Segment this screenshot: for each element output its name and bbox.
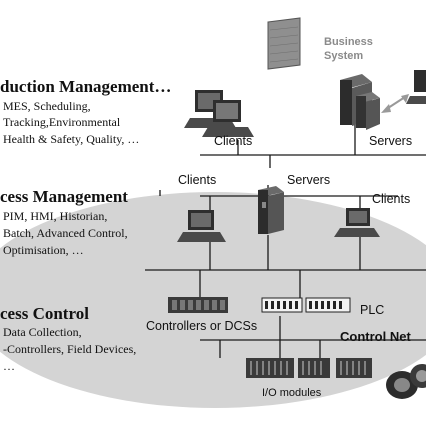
- production-item-2: Tracking,Environmental: [3, 115, 121, 129]
- mid-clients-right-computer-icon: [334, 208, 380, 237]
- plc-label: PLC: [360, 303, 384, 317]
- controllers-label: Controllers or DCSs: [146, 319, 257, 333]
- top-servers-label: Servers: [369, 134, 412, 148]
- production-item-3: Health & Safety, Quality, …: [3, 132, 139, 146]
- io-modules-label: I/O modules: [262, 387, 322, 399]
- business-system-label-line2: System: [324, 50, 363, 62]
- business-system-icon: [267, 17, 301, 70]
- edge-computer-icon: [406, 70, 426, 104]
- process-management-heading: cess Management: [0, 187, 128, 206]
- network-lines: [145, 125, 426, 360]
- process-management-item-3: Optimisation, …: [3, 243, 84, 257]
- mid-servers-label: Servers: [287, 173, 330, 187]
- control-net-label: Control Net: [340, 329, 411, 344]
- process-control-item-3: …: [3, 359, 15, 373]
- controller-dcs-icon: [168, 297, 228, 313]
- process-management-item-2: Batch, Advanced Control,: [3, 226, 128, 240]
- process-control-item-2: -Controllers, Field Devices,: [3, 342, 136, 356]
- mid-clients-left-computer-icon: [177, 210, 226, 242]
- top-clients-label: Clients: [214, 134, 252, 148]
- mid-clients-left-label: Clients: [178, 173, 216, 187]
- plc-rack-icon: [261, 297, 351, 313]
- business-system-label-line1: Business: [324, 36, 373, 48]
- mid-clients-right-label: Clients: [372, 192, 410, 206]
- production-management-heading: duction Management…: [0, 77, 171, 96]
- top-clients-computer-icon: [184, 90, 254, 137]
- process-control-heading: cess Control: [0, 304, 89, 323]
- io-modules-icon: [246, 358, 372, 378]
- production-item-1: MES, Scheduling,: [3, 99, 91, 113]
- mid-servers-icon: [258, 186, 284, 234]
- field-devices-icon: [386, 364, 426, 399]
- process-management-item-1: PIM, HMI, Historian,: [3, 209, 107, 223]
- top-servers-icon: [340, 74, 380, 130]
- double-arrow-icon: [381, 94, 409, 113]
- process-control-item-1: Data Collection,: [3, 325, 82, 339]
